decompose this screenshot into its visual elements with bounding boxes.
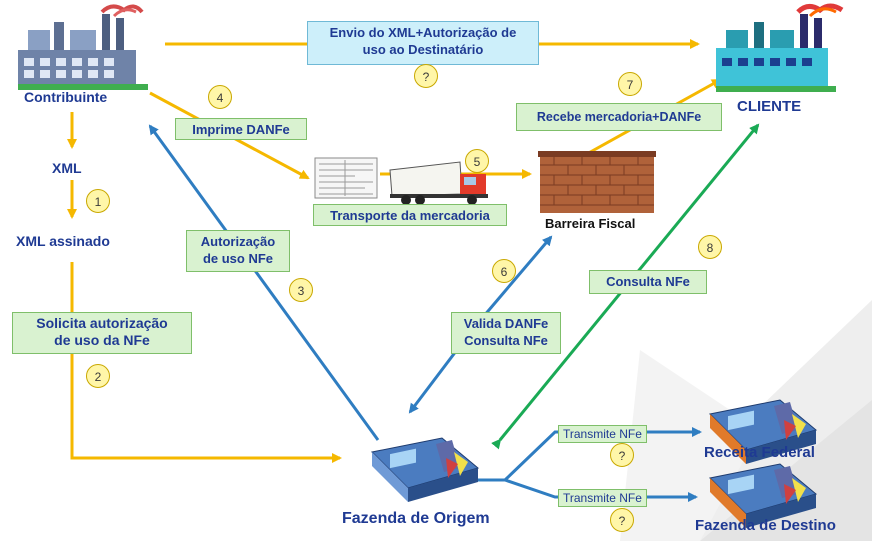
step-envio-line1: Envio do XML+Autorização de [329, 25, 517, 40]
badge-question-receita: ? [610, 443, 634, 467]
label-contribuinte: Contribuinte [24, 89, 108, 105]
factory-icon-cliente [716, 3, 844, 92]
step-solicita-line1: Solicita autorização [36, 315, 168, 331]
label-barreira-fiscal: Barreira Fiscal [545, 216, 636, 231]
arrow-autorizacao [148, 124, 380, 441]
label-fazenda-destino: Fazenda de Destino [695, 517, 836, 534]
step-transporte-mercadoria: Transporte da mercadoria [313, 204, 507, 226]
step-valida-danfe: Valida DANFe Consulta NFe [451, 312, 561, 354]
step-autorizacao-uso: Autorização de uso NFe [186, 230, 290, 272]
step-transmite-receita: Transmite NFe [558, 425, 647, 443]
factory-icon-contribuinte [18, 4, 148, 90]
badge-step-7: 7 [618, 72, 642, 96]
truck-icon [389, 161, 488, 205]
label-receita-federal: Receita Federal [704, 444, 815, 461]
server-icon-fazenda-destino [708, 463, 818, 528]
badge-step-8: 8 [698, 235, 722, 259]
arrow-transmite-destino [504, 478, 698, 502]
danfe-document-icon [314, 157, 378, 199]
badge-step-3: 3 [289, 278, 313, 302]
step-valida-line1: Valida DANFe [463, 316, 549, 331]
label-fazenda-origem: Fazenda de Origem [342, 510, 490, 527]
step-transmite-destino: Transmite NFe [558, 489, 647, 507]
label-xml-assinado: XML assinado [16, 233, 110, 249]
badge-question-destino: ? [610, 508, 634, 532]
step-consulta-nfe: Consulta NFe [589, 270, 707, 294]
server-icon-fazenda-origem [370, 437, 480, 502]
badge-step-5: 5 [465, 149, 489, 173]
step-envio-line2: uso ao Destinatário [362, 42, 484, 57]
step-autorizacao-line1: Autorização [200, 234, 276, 249]
brick-wall-icon [538, 151, 656, 213]
badge-step-2: 2 [86, 364, 110, 388]
badge-step-6: 6 [492, 259, 516, 283]
label-cliente: CLIENTE [737, 98, 802, 115]
server-icon-receita-federal [708, 399, 818, 464]
step-recebe-mercadoria: Recebe mercadoria+DANFe [516, 103, 722, 131]
label-xml: XML [52, 160, 82, 176]
step-envio-xml: Envio do XML+Autorização de uso ao Desti… [307, 21, 539, 65]
badge-step-1: 1 [86, 189, 110, 213]
step-solicita-autorizacao: Solicita autorização de uso da NFe [12, 312, 192, 354]
badge-step-4: 4 [208, 85, 232, 109]
step-imprime-danfe: Imprime DANFe [175, 118, 307, 140]
step-solicita-line2: de uso da NFe [54, 332, 150, 348]
step-autorizacao-line2: de uso NFe [202, 251, 274, 266]
badge-question-envio: ? [414, 64, 438, 88]
step-valida-line2: Consulta NFe [464, 333, 548, 348]
